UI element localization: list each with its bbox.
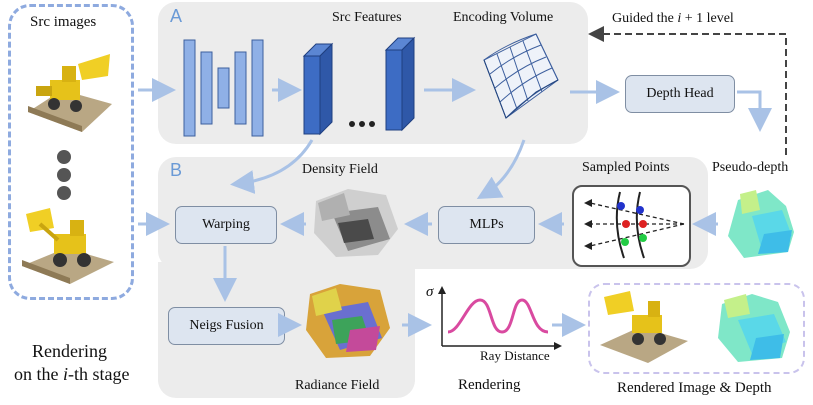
depth-head-label: Depth Head — [646, 86, 714, 101]
guided-label: Guided the i + 1 level — [612, 11, 734, 27]
rendered-depth — [712, 288, 796, 366]
pseudo-depth-label: Pseudo-depth — [712, 160, 789, 175]
sigma-label: σ — [426, 284, 434, 300]
src-caption-line2: on the i-th stage — [14, 364, 130, 385]
guided-label-pre: Guided the — [612, 11, 678, 26]
src-features-label: Src Features — [332, 10, 402, 25]
ray-distance-label: Ray Distance — [480, 348, 550, 363]
density-field-image — [308, 183, 402, 263]
pseudo-depth-image — [722, 180, 802, 262]
guided-label-post: + 1 level — [681, 11, 734, 26]
neigs-fusion-box: Neigs Fusion — [168, 307, 285, 345]
radiance-field-label: Radiance Field — [295, 378, 380, 393]
ellipsis-dot-2 — [57, 168, 71, 182]
mlps-label: MLPs — [469, 217, 504, 232]
src-caption-line2-post: -th stage — [68, 364, 130, 384]
mlps-box: MLPs — [438, 206, 535, 244]
src-images-frame — [8, 4, 134, 300]
src-images-title: Src images — [30, 14, 97, 30]
rendered-output-caption: Rendered Image & Depth — [617, 380, 772, 396]
density-field-label: Density Field — [302, 162, 378, 177]
src-image-bottom — [20, 204, 116, 288]
src-caption-line2-pre: on the — [14, 364, 63, 384]
depth-head-box: Depth Head — [625, 75, 735, 113]
neigs-fusion-label: Neigs Fusion — [189, 318, 264, 333]
warping-label: Warping — [202, 217, 250, 232]
src-caption-line1: Rendering — [32, 341, 107, 361]
rendering-caption: Rendering — [458, 377, 521, 393]
radiance-field-image — [300, 280, 394, 362]
src-caption-line2-var: i — [63, 364, 69, 384]
encoding-volume-label: Encoding Volume — [453, 10, 554, 25]
src-image-top — [22, 42, 114, 134]
guided-label-var: i — [677, 11, 682, 26]
rendered-image — [596, 287, 692, 367]
panel-a-letter: A — [170, 6, 183, 26]
rendered-output-frame — [588, 283, 805, 374]
warping-box: Warping — [175, 206, 277, 244]
panel-b-letter: B — [170, 160, 183, 180]
sampled-points-label: Sampled Points — [582, 160, 670, 175]
ellipsis-dot-3 — [57, 186, 71, 200]
ellipsis-dot-1 — [57, 150, 71, 164]
